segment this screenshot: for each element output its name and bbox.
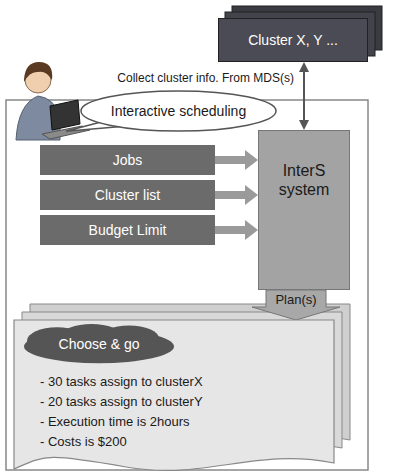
edge-label: Collect cluster info. From MDS(s)	[115, 71, 296, 85]
bar-label: Cluster list	[95, 187, 160, 204]
input-bar: Budget Limit	[40, 215, 215, 245]
connector	[299, 62, 309, 130]
input-arrowhead	[245, 150, 258, 170]
input-bar: Cluster list	[40, 180, 215, 210]
cloud-lobe	[24, 330, 174, 364]
cluster-label: Cluster X, Y ...	[248, 32, 338, 49]
bubble-tail-join	[110, 121, 126, 125]
edge-label: Plan(s)	[273, 292, 318, 308]
connector	[215, 150, 258, 170]
laptop-screen	[50, 100, 80, 130]
bar-label: Jobs	[113, 152, 143, 169]
connector-line	[303, 71, 305, 121]
person-hair	[24, 62, 52, 82]
plan-line: - Costs is $200	[40, 432, 127, 452]
plan-sheet: - 30 tasks assign to clusterX- 20 tasks …	[14, 320, 334, 476]
connector	[215, 220, 258, 240]
input-bar: Jobs	[40, 145, 215, 175]
bubble-outline	[81, 91, 276, 131]
arrowhead	[299, 62, 309, 72]
cluster-box: Cluster X, Y ...	[218, 18, 368, 62]
cloud-text: Choose & go	[59, 336, 140, 353]
speech-bubble: Interactive scheduling	[80, 90, 277, 132]
input-arrow-shaft	[215, 226, 246, 234]
plan-line: - 20 tasks assign to clusterY	[40, 392, 203, 412]
connector	[215, 185, 258, 205]
cloud-label: Choose & go	[24, 324, 174, 364]
input-arrowhead	[245, 220, 258, 240]
bar-label: Budget Limit	[89, 222, 167, 239]
sheet-outline	[14, 320, 334, 470]
plan-line: - Execution time is 2hours	[40, 412, 190, 432]
input-arrowhead	[245, 185, 258, 205]
plan-line: - 30 tasks assign to clusterX	[40, 372, 203, 392]
connector	[252, 290, 340, 320]
process-label: InterS system	[265, 161, 343, 199]
input-arrow-shaft	[215, 156, 246, 164]
block-arrow	[252, 290, 340, 320]
bubble-text: Interactive scheduling	[111, 103, 246, 120]
process-box: InterS system	[258, 130, 350, 290]
input-arrow-shaft	[215, 191, 246, 199]
arrowhead	[299, 120, 309, 130]
outer-frame	[6, 100, 368, 470]
